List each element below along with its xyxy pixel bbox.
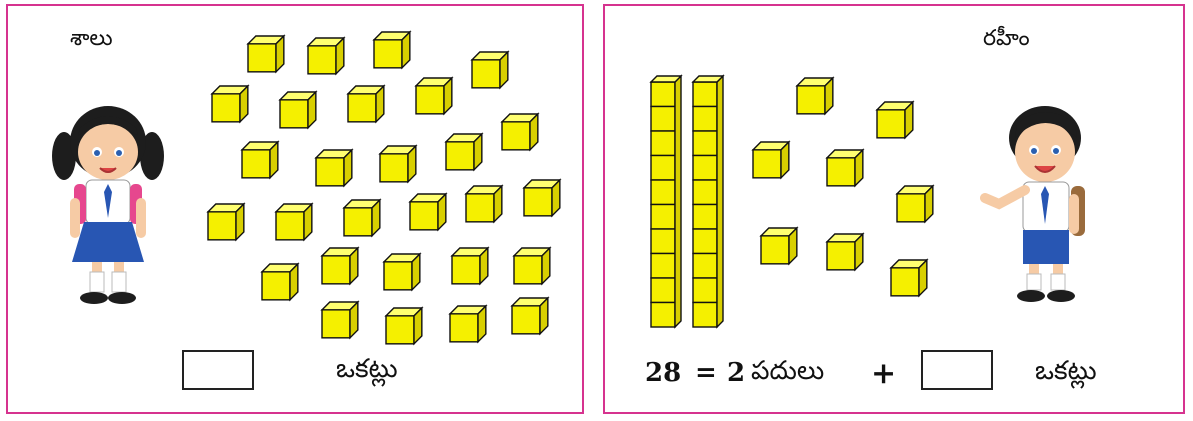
unit-cube (276, 204, 312, 240)
left-panel: శాలు ఒకట్లు (6, 4, 584, 414)
unit-cube (248, 36, 284, 72)
unit-cube (897, 186, 933, 222)
unit-cube (827, 234, 863, 270)
unit-cube (524, 180, 560, 216)
unit-cube (262, 264, 298, 300)
unit-cube (416, 78, 452, 114)
tens-word: పదులు (751, 356, 824, 392)
unit-cube (512, 298, 548, 334)
unit-cube (827, 150, 863, 186)
ones-word: ఒకట్లు (336, 354, 398, 390)
unit-cube (308, 38, 344, 74)
unit-cube (761, 228, 797, 264)
unit-cube (514, 248, 550, 284)
unit-cube (344, 200, 380, 236)
unit-cube (386, 308, 422, 344)
unit-cube (410, 194, 446, 230)
unit-cube (446, 134, 482, 170)
unit-cube (472, 52, 508, 88)
unit-cube (280, 92, 316, 128)
unit-cube (208, 204, 244, 240)
ones-word-right: ఒకట్లు (1035, 356, 1097, 392)
unit-cube (753, 142, 789, 178)
unit-cube (797, 78, 833, 114)
tens-rod (693, 76, 723, 327)
right-panel: రహీం 28 = 2 పదులు + ఒకట్లు (603, 4, 1185, 414)
boy-illustration (981, 94, 1101, 309)
equation-plus: + (871, 356, 896, 391)
equation-equals: = (695, 358, 717, 388)
equation-tens-count: 2 (727, 358, 745, 388)
unit-cube (877, 102, 913, 138)
unit-cube (242, 142, 278, 178)
unit-cube (452, 248, 488, 284)
tens-rod (651, 76, 681, 327)
unit-cube (450, 306, 486, 342)
answer-box-ones[interactable] (182, 350, 254, 390)
unit-cube (322, 302, 358, 338)
unit-cube (891, 260, 927, 296)
unit-cube (374, 32, 410, 68)
unit-cube (466, 186, 502, 222)
unit-cube (380, 146, 416, 182)
unit-cube (502, 114, 538, 150)
unit-cube (316, 150, 352, 186)
unit-cube (212, 86, 248, 122)
equation-number: 28 (645, 358, 681, 388)
ones-cubes-group (8, 6, 586, 416)
unit-cube (384, 254, 420, 290)
answer-box-ones-right[interactable] (921, 350, 993, 390)
unit-cube (322, 248, 358, 284)
unit-cube (348, 86, 384, 122)
